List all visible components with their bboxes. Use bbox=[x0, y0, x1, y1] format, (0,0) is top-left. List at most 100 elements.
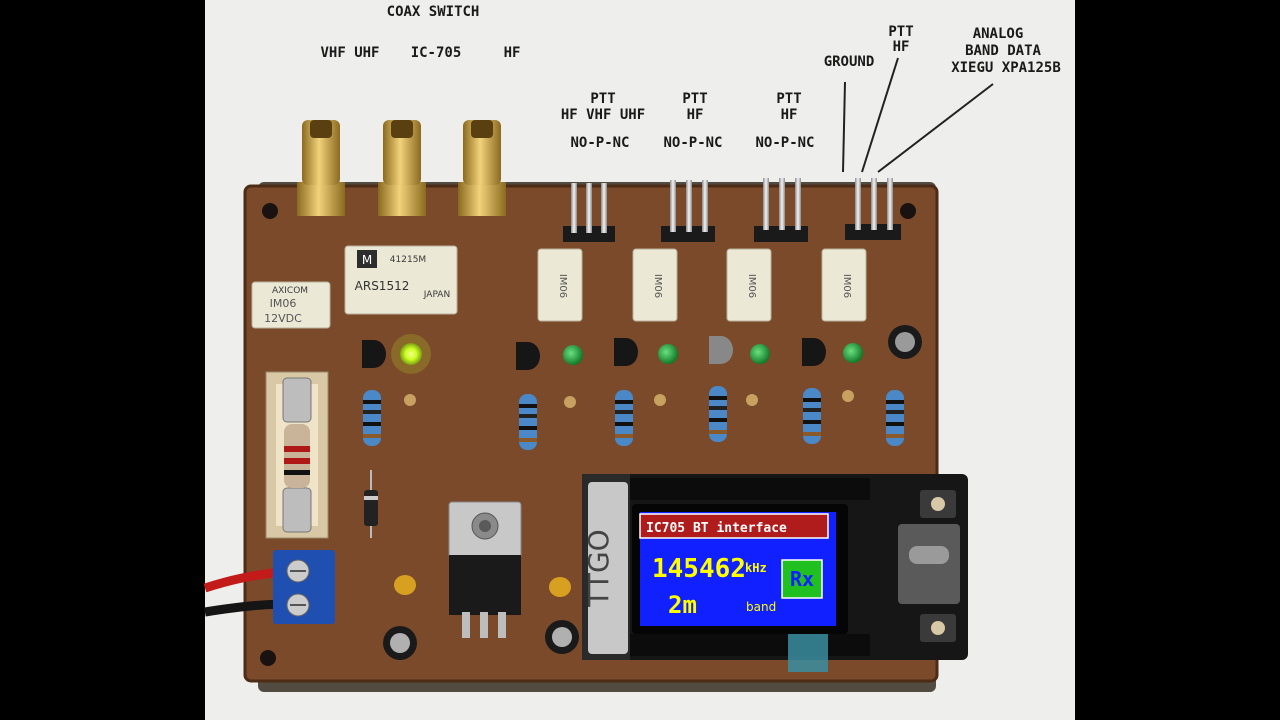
relay-small-2: IM06 bbox=[632, 248, 678, 322]
transistor bbox=[802, 338, 826, 366]
capacitor-bottom-mid bbox=[545, 620, 579, 654]
lcd-title: IC705 BT interface bbox=[646, 521, 787, 536]
hf-label: HF bbox=[504, 45, 521, 61]
resistor-group bbox=[363, 386, 904, 450]
button-top-cap bbox=[931, 497, 945, 511]
blue-tape bbox=[788, 632, 828, 672]
lead-bend bbox=[564, 396, 576, 408]
lcd-frequency: 145462 bbox=[652, 554, 746, 584]
transistor bbox=[362, 340, 386, 368]
button-bottom-cap bbox=[931, 621, 945, 635]
ceramic-capacitor bbox=[549, 577, 571, 597]
lead-bend bbox=[842, 390, 854, 402]
relay-part-number: ARS1512 bbox=[355, 279, 410, 293]
pin-header-ptt-2 bbox=[661, 180, 715, 242]
resistor bbox=[886, 390, 904, 446]
resistor bbox=[363, 390, 381, 446]
ptt-hf-pointer-line bbox=[861, 57, 899, 173]
svg-text:IM06: IM06 bbox=[557, 274, 568, 298]
svg-text:AXICOM: AXICOM bbox=[272, 286, 308, 296]
led-power-on bbox=[400, 343, 422, 365]
transistor bbox=[614, 338, 638, 366]
ptt-1-title: PTT bbox=[590, 91, 615, 107]
svg-text:IM06: IM06 bbox=[841, 274, 852, 298]
terminal-block bbox=[273, 550, 335, 624]
led-green bbox=[750, 344, 770, 364]
mount-hole bbox=[262, 203, 278, 219]
capacitor-bottom-left bbox=[383, 626, 417, 660]
mount-hole bbox=[260, 650, 276, 666]
mount-hole bbox=[900, 203, 916, 219]
diode bbox=[364, 470, 378, 538]
resistor bbox=[519, 394, 537, 450]
sma-connector-hf bbox=[458, 120, 506, 216]
analog-label-1: ANALOG bbox=[973, 26, 1024, 42]
ground-pointer-line bbox=[842, 81, 846, 173]
pin-header-band-data bbox=[845, 178, 901, 240]
ceramic-capacitor bbox=[394, 575, 416, 595]
transistor bbox=[516, 342, 540, 370]
relay-small-4: IM06 bbox=[821, 248, 867, 322]
label-group: COAX SWITCH VHF UHF IC-705 HF PTT HF VHF… bbox=[320, 4, 1061, 173]
analog-pointer-line bbox=[877, 83, 994, 173]
ptt-3-pins: NO-P-NC bbox=[755, 135, 814, 151]
lcd-display: IC705 BT interface 145462 kHz 2m band Rx bbox=[632, 504, 848, 634]
svg-text:M: M bbox=[362, 253, 372, 267]
led-glow bbox=[391, 334, 431, 374]
capacitor-top-right bbox=[888, 325, 922, 359]
ptt-hf-title: PTT bbox=[888, 24, 913, 40]
lead-bend bbox=[404, 394, 416, 406]
lcd-frequency-unit: kHz bbox=[745, 561, 767, 575]
fuse-holder bbox=[265, 371, 329, 539]
pin-header-ptt-3 bbox=[754, 178, 808, 242]
svg-text:IM06: IM06 bbox=[746, 274, 757, 298]
svg-text:IM06: IM06 bbox=[652, 274, 663, 298]
coax-switch-label: COAX SWITCH bbox=[387, 4, 480, 20]
resistor bbox=[709, 386, 727, 442]
resistor bbox=[615, 390, 633, 446]
pin-header-ptt-1 bbox=[563, 183, 615, 242]
ptt-2-title: PTT bbox=[682, 91, 707, 107]
sma-connector-vhf-uhf bbox=[297, 120, 345, 216]
analog-label-2: BAND DATA bbox=[965, 43, 1041, 59]
ground-label: GROUND bbox=[824, 54, 875, 70]
relay-small-left: AXICOM IM06 12VDC bbox=[251, 281, 331, 329]
ptt-1-pins: NO-P-NC bbox=[570, 135, 629, 151]
transistor bbox=[709, 336, 733, 364]
sma-connector-ic705 bbox=[378, 120, 426, 216]
relay-code: 41215M bbox=[390, 255, 426, 265]
ttgo-label: TTGO bbox=[582, 529, 615, 607]
relay-small-1: IM06 bbox=[537, 248, 583, 322]
ic705-label: IC-705 bbox=[411, 45, 462, 61]
led-green bbox=[563, 345, 583, 365]
lcd-mode-box bbox=[781, 559, 823, 599]
led-green bbox=[658, 344, 678, 364]
analog-label-3: XIEGU XPA125B bbox=[951, 60, 1061, 76]
header-row-bottom bbox=[630, 634, 870, 656]
lcd-title-bar bbox=[639, 513, 829, 539]
ptt-2-sub: HF bbox=[687, 107, 704, 123]
ptt-2-pins: NO-P-NC bbox=[663, 135, 722, 151]
lead-bend bbox=[746, 394, 758, 406]
ttgo-label-plate bbox=[588, 482, 628, 654]
ptt-3-sub: HF bbox=[781, 107, 798, 123]
lead-bend bbox=[654, 394, 666, 406]
voltage-regulator bbox=[448, 501, 522, 638]
ptt-1-sub: HF VHF UHF bbox=[561, 107, 645, 123]
header-row-top bbox=[630, 478, 870, 500]
resistor bbox=[803, 388, 821, 444]
lcd-band: 2m bbox=[668, 591, 697, 619]
lcd-band-label: band bbox=[746, 600, 776, 614]
vhf-uhf-label: VHF UHF bbox=[320, 45, 379, 61]
svg-text:12VDC: 12VDC bbox=[264, 312, 302, 325]
led-green bbox=[843, 343, 863, 363]
ptt-hf-sub: HF bbox=[893, 39, 910, 55]
relay-ars1512: M 41215M ARS1512 JAPAN bbox=[344, 245, 458, 315]
relay-origin: JAPAN bbox=[423, 290, 450, 300]
relay-small-3: IM06 bbox=[726, 248, 772, 322]
lcd-mode: Rx bbox=[790, 567, 814, 591]
svg-text:IM06: IM06 bbox=[270, 297, 297, 310]
ptt-3-title: PTT bbox=[776, 91, 801, 107]
usb-c-port bbox=[909, 546, 949, 564]
